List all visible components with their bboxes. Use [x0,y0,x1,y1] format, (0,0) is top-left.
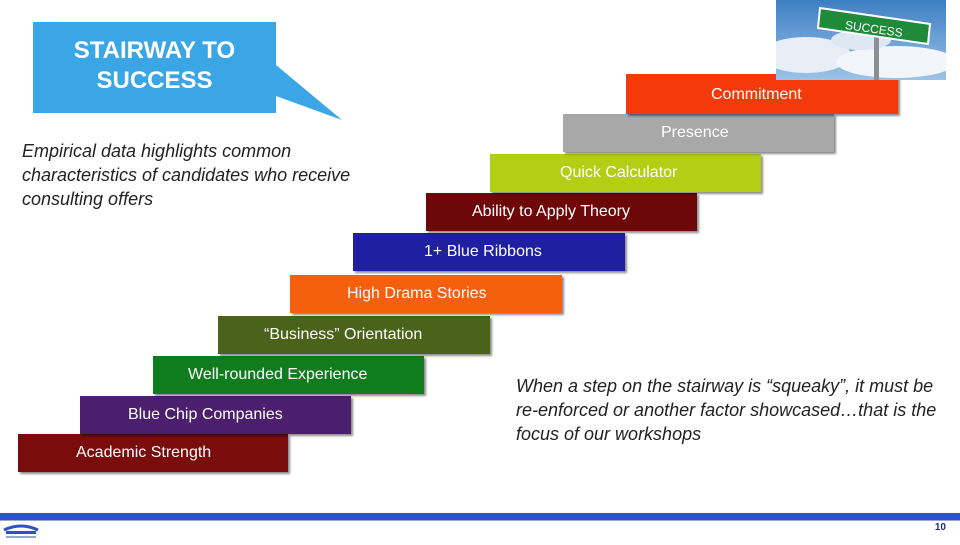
step-academic-strength: Academic Strength [18,434,288,472]
callout-tail [270,60,342,120]
footer-divider [0,520,960,521]
step-label: Academic Strength [76,444,212,461]
title-callout [33,22,276,113]
step-label: 1+ Blue Ribbons [424,243,542,260]
step-label: Blue Chip Companies [128,406,283,423]
step-presence: Presence [563,114,834,152]
intro-text: Empirical data highlights common charact… [22,141,351,209]
step-blue-chip-companies: Blue Chip Companies [80,396,351,434]
step-label: Presence [661,124,729,141]
step-commitment: Commitment [626,74,898,114]
workshop-note: When a step on the stairway is “squeaky”… [516,376,937,444]
footer-bar [0,513,960,520]
step-blue-ribbons: 1+ Blue Ribbons [353,233,625,271]
step-quick-calculator: Quick Calculator [490,154,761,192]
success-sign-photo: SUCCESS [776,0,946,80]
company-logo [0,521,42,540]
step-label: Well-rounded Experience [188,366,368,383]
step-high-drama-stories: High Drama Stories [290,275,562,313]
step-business-orientation: “Business” Orientation [218,316,490,354]
page-number: 10 [934,522,946,533]
step-well-rounded-experience: Well-rounded Experience [153,356,424,394]
step-label: High Drama Stories [347,285,487,302]
page-title: STAIRWAY TO SUCCESS [73,37,236,94]
step-label: “Business” Orientation [264,326,423,343]
step-label: Ability to Apply Theory [472,203,631,220]
step-ability-to-apply-theory: Ability to Apply Theory [426,193,697,231]
step-label: Commitment [711,86,802,103]
step-label: Quick Calculator [560,164,678,181]
